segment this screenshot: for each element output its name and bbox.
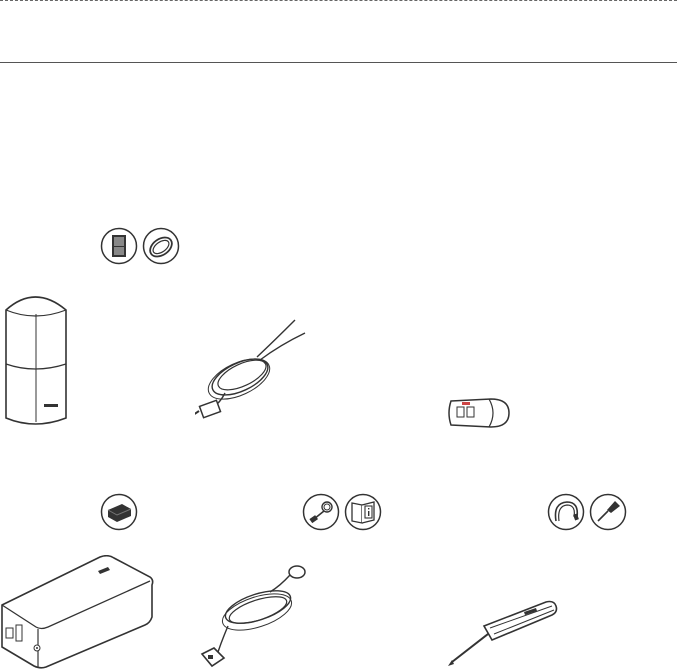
speaker-cable-icon [142, 227, 180, 265]
speaker-icon [100, 227, 138, 265]
power-cord-illustration [200, 562, 315, 670]
header-rule [0, 62, 677, 63]
speaker-cable-illustration [195, 315, 310, 425]
manual-icon [344, 493, 382, 531]
screwdriver-icon [589, 493, 627, 531]
cable-connector-illustration [445, 393, 515, 433]
page-top-dashed-rule [0, 0, 677, 1]
screwdriver-illustration [440, 598, 560, 670]
acoustimass-module-illustration [0, 555, 155, 670]
cable-icon [547, 493, 585, 531]
speaker-array-illustration [0, 288, 70, 428]
power-cord-icon [302, 493, 340, 531]
module-icon [100, 493, 138, 531]
